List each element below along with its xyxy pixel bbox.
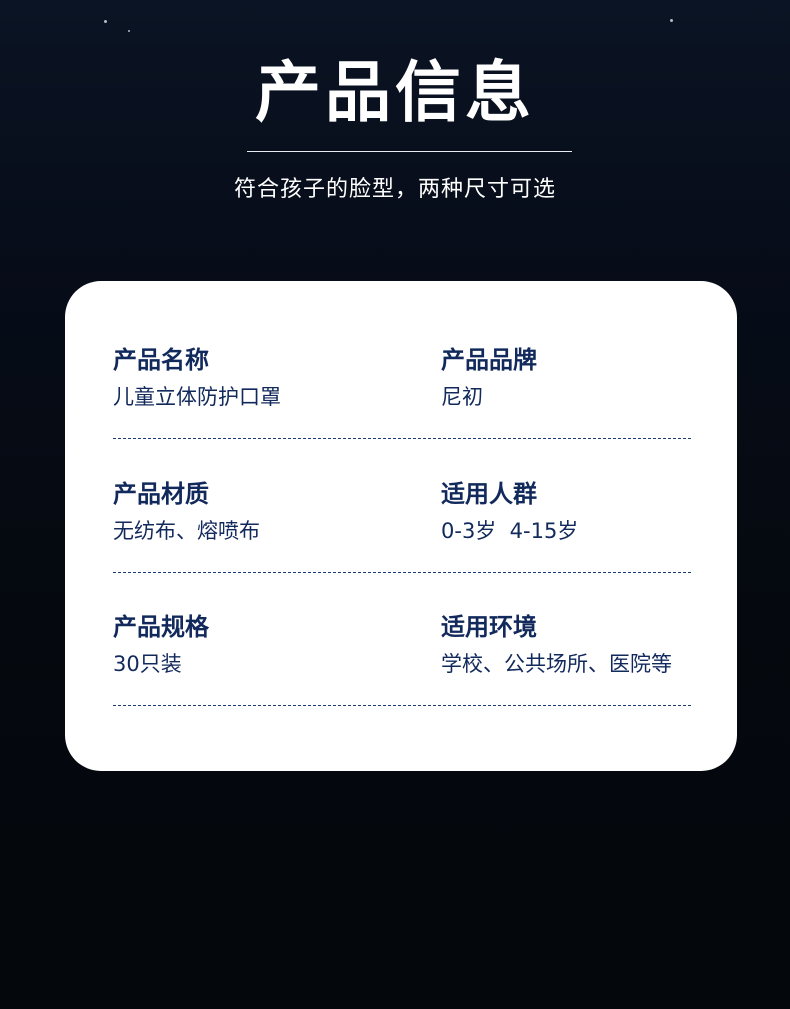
info-item-specification: 产品规格 30只装: [113, 610, 209, 680]
title-divider: [247, 151, 572, 152]
dashed-divider: [113, 438, 691, 439]
info-item-target-age: 适用人群 0-3岁 4-15岁: [441, 477, 578, 547]
info-label: 适用人群: [441, 480, 537, 508]
info-value: 0-3岁 4-15岁: [441, 519, 579, 543]
info-value: 30只装: [113, 652, 182, 676]
info-value: 儿童立体防护口罩: [113, 385, 281, 409]
info-label: 产品规格: [113, 613, 209, 641]
dashed-divider: [113, 705, 691, 706]
page-title: 产品信息: [255, 54, 535, 131]
info-label: 产品材质: [113, 480, 209, 508]
star-decoration: [128, 30, 130, 32]
star-decoration: [670, 19, 673, 22]
info-label: 产品品牌: [441, 346, 537, 374]
info-label: 产品名称: [113, 346, 209, 374]
info-label: 适用环境: [441, 613, 537, 641]
info-value: 无纺布、熔喷布: [113, 519, 260, 543]
info-item-brand: 产品品牌 尼初: [441, 343, 537, 413]
info-value: 尼初: [441, 385, 483, 409]
page-subtitle: 符合孩子的脸型，两种尺寸可选: [233, 177, 556, 202]
star-decoration: [104, 20, 107, 23]
info-item-material: 产品材质 无纺布、熔喷布: [113, 477, 260, 547]
info-item-product-name: 产品名称 儿童立体防护口罩: [113, 343, 281, 413]
dashed-divider: [113, 572, 691, 573]
info-item-environment: 适用环境 学校、公共场所、医院等: [441, 610, 672, 680]
info-value: 学校、公共场所、医院等: [441, 652, 672, 676]
product-info-card: 产品名称 儿童立体防护口罩 产品品牌 尼初 产品材质 无纺布、熔喷布 适用人群 …: [65, 281, 737, 771]
